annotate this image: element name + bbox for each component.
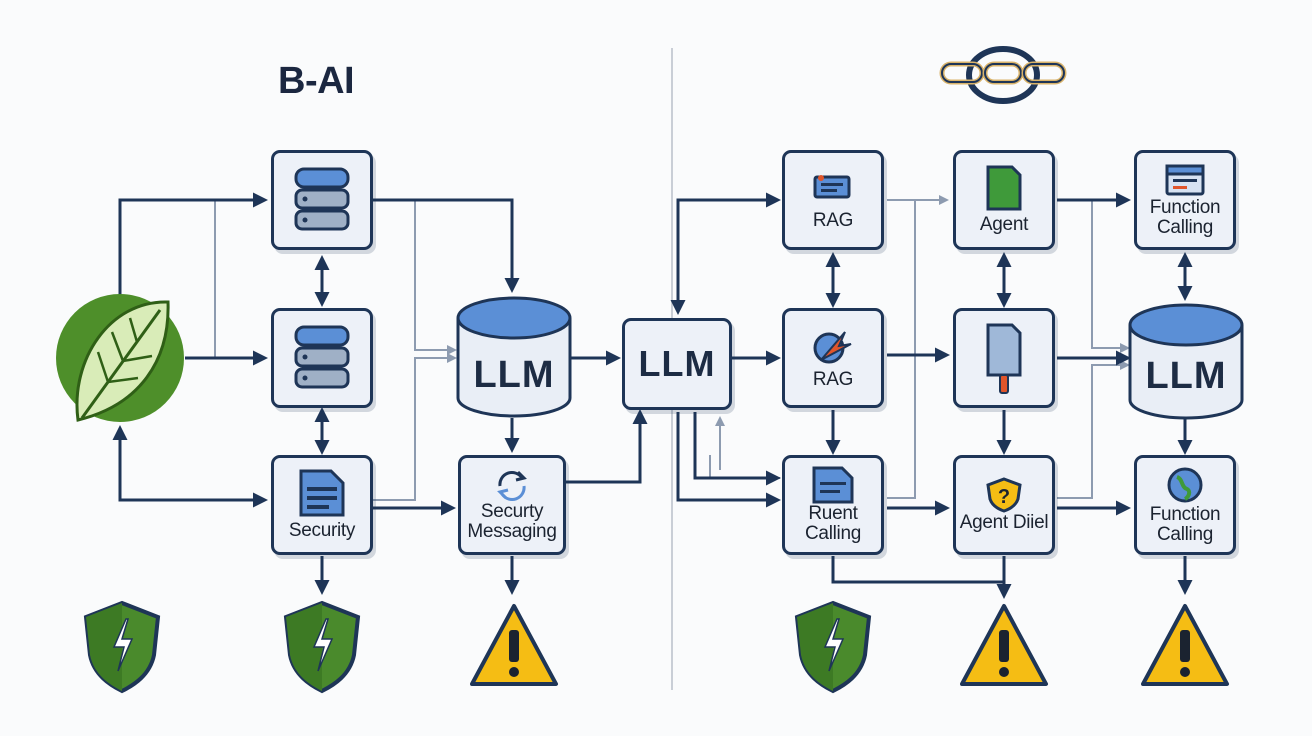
svg-text:?: ? [998, 486, 1010, 508]
shield-lightning-icon [794, 600, 872, 694]
document-icon [299, 469, 345, 517]
security-node[interactable]: Security [271, 455, 373, 555]
security-messaging-label: Securty Messaging [467, 501, 557, 542]
llm-center-node[interactable]: LLM [622, 318, 732, 410]
pin-icon [813, 331, 852, 364]
database-icon [294, 167, 350, 231]
agent-diiel-label: Agent Diiel [959, 512, 1049, 533]
rag-node-middle-label: RAG [812, 369, 854, 390]
llm-right-label: LLM [1145, 355, 1227, 397]
document-icon [812, 466, 854, 504]
leaf-icon [56, 294, 184, 422]
security-node-label: Security [288, 520, 356, 541]
ruent-calling-label: Ruent Calling [805, 503, 861, 544]
warning-triangle-icon [1141, 604, 1229, 686]
connector-lines [112, 192, 1193, 599]
rag-node-middle[interactable]: RAG [782, 308, 884, 408]
document-icon [1165, 164, 1205, 196]
security-messaging-node[interactable]: Securty Messaging [458, 455, 566, 555]
llm-right-cylinder [1128, 303, 1244, 420]
llm-right-node[interactable]: LLM [1130, 305, 1242, 425]
llm-center-label: LLM [638, 343, 716, 384]
function-calling-bottom-label: Function Calling [1149, 504, 1221, 545]
rag-node-top[interactable]: RAG [782, 150, 884, 250]
agent-node-middle[interactable] [953, 308, 1055, 408]
rag-node-top-label: RAG [812, 210, 854, 231]
ruent-calling-node[interactable]: Ruent Calling [782, 455, 884, 555]
shield-lightning-icon [83, 600, 161, 694]
globe-doc-icon [1167, 467, 1203, 503]
pin-icon [813, 175, 851, 199]
sync-arrows-icon [497, 470, 527, 501]
warning-triangle-icon [470, 604, 558, 686]
chain-link-icon [939, 46, 1067, 104]
llm-left-label: LLM [473, 354, 555, 396]
database-node-middle[interactable] [271, 308, 373, 408]
title: B-AI [278, 60, 355, 102]
llm-left-node[interactable]: LLM [458, 298, 570, 418]
function-calling-top-label: Function Calling [1149, 197, 1221, 238]
shield-lightning-icon [283, 600, 361, 694]
llm-left-cylinder [456, 296, 572, 418]
function-calling-node-top[interactable]: Function Calling [1134, 150, 1236, 250]
function-calling-node-bottom[interactable]: Function Calling [1134, 455, 1236, 555]
database-node-top[interactable] [271, 150, 373, 250]
warning-triangle-icon [960, 604, 1048, 686]
question-badge-icon: ? [986, 477, 1022, 513]
document-icon [986, 323, 1022, 394]
database-icon [294, 325, 350, 389]
agent-node-top[interactable]: Agent [953, 150, 1055, 250]
agent-diiel-node[interactable]: ? Agent Diiel [953, 455, 1055, 555]
document-icon [986, 165, 1022, 211]
agent-node-top-label: Agent [979, 214, 1029, 235]
